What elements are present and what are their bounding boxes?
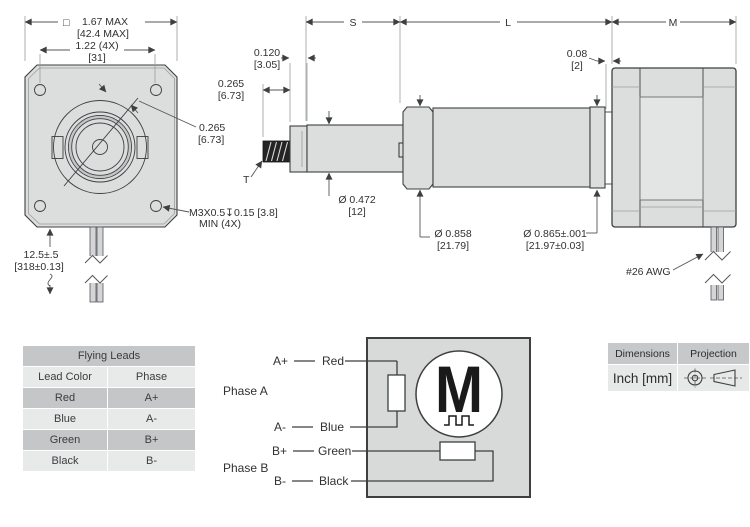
flying-leads-table: Flying Leads Lead Color Phase Red A+ Blu… (22, 345, 196, 472)
legend-dimensions-header: Dimensions (608, 343, 677, 364)
dim-rod-dia-mm: [12] (348, 206, 366, 218)
front-view (24, 64, 178, 303)
phase-a-winding (387, 374, 406, 412)
actuator-rod (306, 124, 404, 173)
dim-holes-mm: [31] (88, 52, 106, 64)
col-header-phase: Phase (107, 366, 196, 388)
motor-body (611, 67, 737, 228)
lead-color-cell: Red (22, 387, 108, 409)
bore-slot (51, 136, 64, 159)
dim-pilot-dia-mm: [21.97±0.03] (526, 240, 584, 252)
square-symbol: □ (63, 17, 70, 29)
mounting-hole (150, 84, 162, 96)
tap-note-line1: M3X0.5↧0.15 [3.8] (189, 207, 278, 219)
pilot-ring (589, 106, 606, 189)
spacer (604, 111, 613, 185)
rod-end-collar (289, 125, 308, 173)
dim-body-dia-in: Ø 0.858 (434, 228, 472, 240)
terminal-b-minus: B- (274, 474, 286, 488)
technical-drawing: □ 1.67 MAX [42.4 MAX] 1.22 (4X) [31] 0.2… (14, 16, 737, 303)
dim-boss-mm: [6.73] (198, 134, 224, 146)
table-row: Red A+ (22, 387, 196, 409)
dim-thread-mm: [6.73] (218, 90, 244, 102)
shaft-hole (92, 139, 108, 155)
phase-a-wiring (292, 360, 406, 428)
lead-color-cell: Blue (22, 408, 108, 430)
motor-symbol: M (415, 350, 503, 438)
dim-boss-in: 0.265 (199, 122, 225, 134)
lead-wires-front (84, 226, 108, 303)
phase-cell: A- (107, 408, 196, 430)
pilot-boss-circles (51, 97, 149, 194)
mounting-plate (24, 64, 178, 228)
mounting-hole (34, 200, 46, 212)
dim-m: M (669, 17, 678, 29)
front-view-dimensions: □ 1.67 MAX [42.4 MAX] 1.22 (4X) [31] 0.2… (14, 16, 278, 295)
dim-thread-in: 0.265 (218, 78, 244, 90)
threaded-shaft (262, 140, 291, 163)
dim-rod-dia-in: Ø 0.472 (338, 194, 376, 206)
dim-body-dia-mm: [21.79] (437, 240, 469, 252)
dim-lead-length-in: 12.5±.5 (24, 249, 59, 261)
side-view-dimensions: S L M 0.120 [3.05] 0.265 [6.73] 0.08 [2]… (218, 16, 737, 278)
terminal-b-plus: B+ (272, 444, 287, 458)
lead-label-red: Red (322, 354, 344, 368)
motor-letter: M (435, 352, 483, 426)
legend-box: Dimensions Projection Inch [mm] (608, 343, 749, 391)
actuator-body (432, 107, 591, 188)
dim-s: S (349, 17, 356, 29)
front-cap (402, 106, 434, 190)
wire-gauge-label: #26 AWG (626, 266, 671, 278)
lead-color-cell: Black (22, 450, 108, 472)
phase-b-wiring (292, 441, 494, 482)
phase-cell: B+ (107, 429, 196, 451)
dim-gap-mm: [2] (571, 60, 583, 72)
dim-pilot-dia-in: Ø 0.865±.001 (523, 228, 587, 240)
lead-color-cell: Green (22, 429, 108, 451)
dim-gap-in: 0.08 (567, 48, 588, 60)
phase-cell: A+ (107, 387, 196, 409)
side-view (262, 67, 737, 301)
dim-step-mm: [3.05] (254, 59, 280, 71)
lead-label-black: Black (319, 474, 349, 488)
dim-step-in: 0.120 (254, 47, 280, 59)
bore-slot (136, 136, 149, 159)
mounting-hole (150, 200, 162, 212)
phase-cell: B- (107, 450, 196, 472)
dim-lead-length-mm: [318±0.13] (14, 261, 64, 273)
phase-b-winding (439, 441, 476, 461)
table-title: Flying Leads (22, 345, 196, 367)
dim-holes-in: 1.22 (4X) (75, 40, 118, 52)
mounting-hole (34, 84, 46, 96)
dim-front-width-mm: [42.4 MAX] (77, 28, 129, 40)
tap-note-line2: MIN (4X) (199, 218, 241, 230)
dim-front-width-in: 1.67 MAX (82, 16, 128, 28)
terminal-a-minus: A- (274, 420, 286, 434)
wiring-diagram: M A+ Red Phase A A- Blue B+ Green Phase … (223, 337, 531, 498)
thread-callout-t: T (243, 174, 250, 186)
terminal-a-plus: A+ (273, 354, 288, 368)
dim-l: L (505, 17, 511, 29)
table-row: Black B- (22, 450, 196, 472)
table-row: Green B+ (22, 429, 196, 451)
lead-label-blue: Blue (320, 420, 344, 434)
legend-projection-header: Projection (678, 343, 749, 364)
phase-a-label: Phase A (223, 384, 268, 398)
legend-units: Inch [mm] (608, 365, 677, 391)
phase-b-label: Phase B (223, 461, 268, 475)
lead-label-green: Green (318, 444, 351, 458)
step-wave-icon (444, 415, 474, 426)
col-header-lead-color: Lead Color (22, 366, 108, 388)
lead-wires-motor (704, 226, 731, 301)
third-angle-projection-icon (683, 368, 742, 388)
table-row: Blue A- (22, 408, 196, 430)
